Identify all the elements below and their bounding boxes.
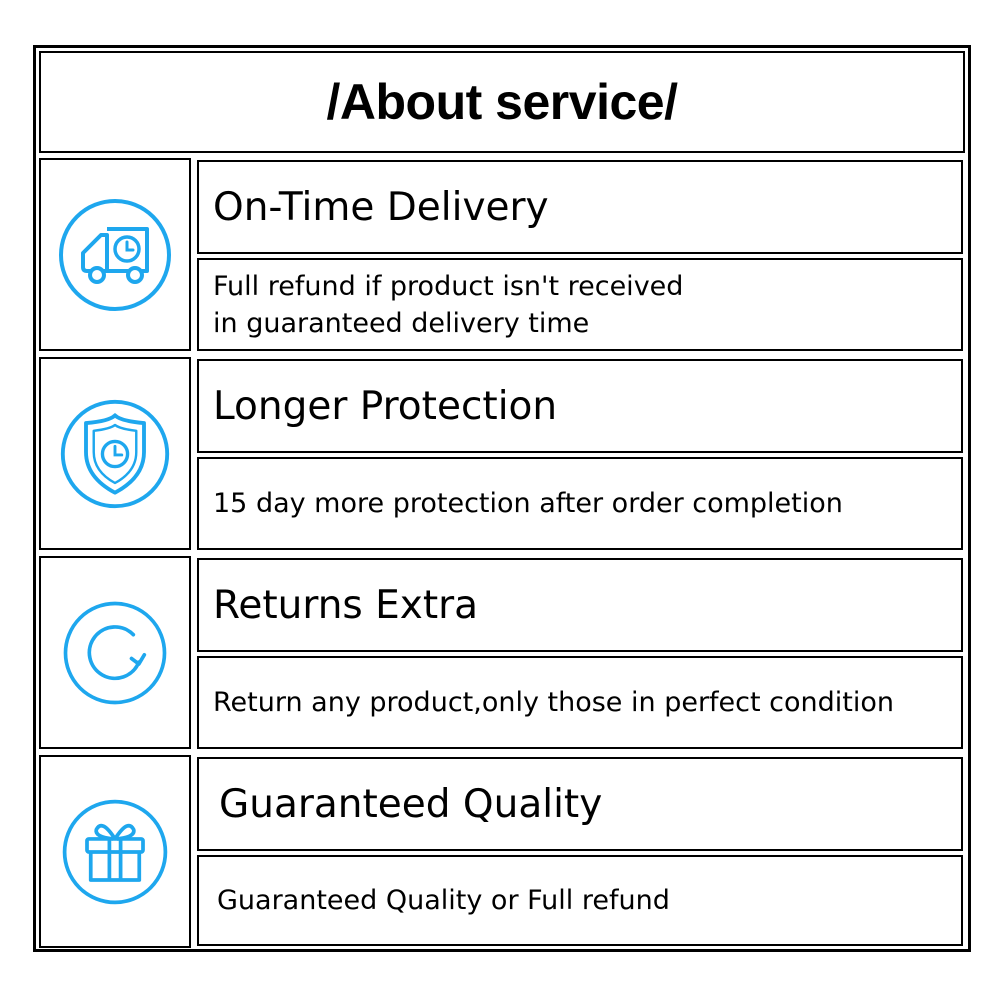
service-description-cell-returns: Return any product,only those in perfect…	[197, 656, 963, 749]
service-icon-cell-protection	[39, 357, 191, 550]
service-title: Guaranteed Quality	[219, 781, 603, 827]
service-title-cell-quality: Guaranteed Quality	[197, 757, 963, 851]
service-icon-cell-returns	[39, 556, 191, 749]
shield-clock-icon	[60, 399, 170, 508]
header-box: /About service/	[39, 51, 965, 153]
gift-box-icon	[62, 799, 168, 904]
service-description-cell-delivery: Full refund if product isn't received in…	[197, 258, 963, 351]
service-description: Guaranteed Quality or Full refund	[217, 885, 670, 916]
refresh-arrow-icon	[63, 601, 167, 704]
service-title: Returns Extra	[213, 582, 479, 628]
service-title-cell-returns: Returns Extra	[197, 558, 963, 652]
delivery-truck-clock-icon	[59, 198, 171, 311]
service-title-cell-protection: Longer Protection	[197, 359, 963, 453]
service-icon-cell-quality	[39, 755, 191, 948]
about-service-panel	[33, 45, 971, 952]
service-description: Full refund if product isn't received in…	[213, 270, 684, 339]
service-description-cell-protection: 15 day more protection after order compl…	[197, 457, 963, 550]
service-description: Return any product,only those in perfect…	[213, 687, 895, 718]
service-title-cell-delivery: On-Time Delivery	[197, 160, 963, 254]
service-title: On-Time Delivery	[213, 184, 549, 230]
service-description: 15 day more protection after order compl…	[213, 488, 843, 519]
service-description-cell-quality: Guaranteed Quality or Full refund	[197, 855, 963, 946]
service-icon-cell-delivery	[39, 158, 191, 351]
service-title: Longer Protection	[213, 383, 558, 429]
page-title: /About service/	[326, 74, 678, 130]
